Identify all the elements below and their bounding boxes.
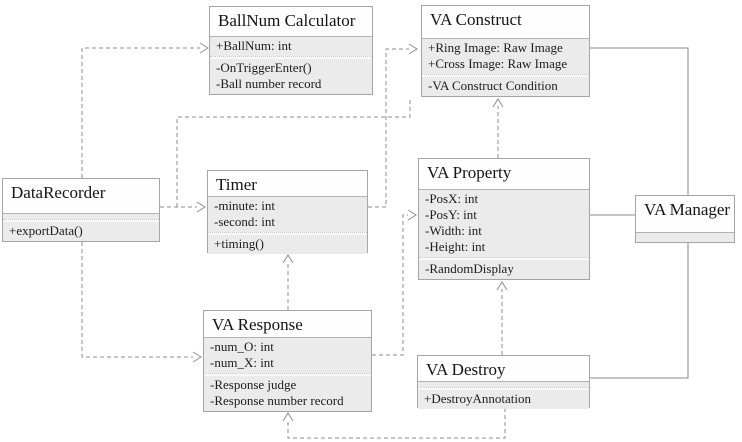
method: -Response number record (210, 393, 344, 408)
class-name: VA Property (427, 163, 512, 182)
class-name: VA Destroy (426, 360, 506, 379)
arrowhead-to-varesponse-bottom (282, 412, 294, 422)
methods-section: -Response judge -Response number record (204, 376, 371, 411)
section-divider (204, 373, 371, 376)
class-box-datarecorder: DataRecorder +exportData() (2, 178, 160, 242)
method: -VA Construct Condition (428, 78, 558, 93)
attributes-section (418, 381, 589, 387)
attributes-section: +BallNum: int (210, 36, 372, 56)
attributes-section: -num_O: int -num_X: int (204, 337, 371, 373)
arrowhead-to-vaproperty-bottom (496, 281, 508, 291)
attribute: -Height: int (425, 239, 486, 254)
class-box-va-construct: VA Construct +Ring Image: Raw Image +Cro… (421, 5, 590, 97)
methods-section: -RandomDisplay (419, 260, 589, 279)
attributes-section (3, 213, 159, 219)
connector-vadestroy-varesponse (287, 408, 506, 439)
section-divider (208, 232, 367, 235)
attribute: +Ring Image: Raw Image (428, 40, 563, 55)
method: +timing() (214, 236, 264, 251)
attribute: -num_X: int (210, 355, 274, 370)
method: -RandomDisplay (425, 261, 514, 276)
methods-section: -VA Construct Condition (422, 77, 589, 96)
methods-section: +DestroyAnnotation (418, 390, 589, 409)
methods-section: +timing() (208, 235, 367, 254)
attributes-section: -PosX: int -PosY: int -Width: int -Heigh… (419, 189, 589, 257)
arrowhead-to-timer-left (196, 201, 206, 213)
section-divider (210, 56, 372, 59)
class-box-timer: Timer -minute: int -second: int +timing(… (207, 170, 368, 254)
methods-section: +exportData() (3, 222, 159, 241)
methods-section: -OnTriggerEnter() -Ball number record (210, 59, 372, 94)
section-divider (422, 74, 589, 77)
method: +DestroyAnnotation (424, 391, 531, 406)
attribute: -second: int (214, 214, 276, 229)
method: -OnTriggerEnter() (216, 60, 312, 75)
class-box-ballnum-calculator: BallNum Calculator +BallNum: int -OnTrig… (209, 6, 373, 95)
connector-timer-vaconstruct (368, 48, 409, 208)
arrowhead-to-timer-bottom (282, 254, 294, 264)
arrowhead-to-ballnum (199, 42, 209, 54)
section-divider (3, 219, 159, 222)
class-name: DataRecorder (11, 183, 106, 202)
connector-datarecorder-ballnum (81, 47, 200, 178)
arrowhead-to-varesponse-left (192, 351, 202, 363)
method: +exportData() (9, 223, 83, 238)
attributes-section: -minute: int -second: int (208, 196, 367, 232)
connector-datarecorder-vaconstruct (176, 99, 411, 207)
method: -Ball number record (216, 76, 322, 91)
class-name: Timer (216, 175, 257, 194)
arrowhead-to-vaconstruct-bottom (492, 98, 504, 108)
arrowhead-to-vaconstruct-left (408, 43, 418, 55)
class-box-va-manager: VA Manager (635, 195, 735, 243)
attribute: -num_O: int (210, 339, 274, 354)
connector-varesponse-vaproperty (372, 214, 408, 356)
arrowhead-to-vaproperty-left (407, 209, 417, 221)
attribute: -Width: int (425, 223, 482, 238)
class-name: VA Manager (644, 200, 731, 219)
attributes-section: +Ring Image: Raw Image +Cross Image: Raw… (422, 38, 589, 74)
attribute: -minute: int (214, 198, 276, 213)
attribute: +Cross Image: Raw Image (428, 56, 568, 71)
class-name: VA Construct (430, 10, 522, 29)
attribute: -PosY: int (425, 207, 477, 222)
connector-datarecorder-varesponse (81, 242, 193, 358)
attribute: +BallNum: int (216, 38, 292, 53)
members-section (636, 232, 734, 242)
class-box-va-destroy: VA Destroy +DestroyAnnotation (417, 355, 590, 409)
section-divider (419, 257, 589, 260)
method: -Response judge (210, 377, 297, 392)
attribute: -PosX: int (425, 191, 479, 206)
class-name: BallNum Calculator (218, 11, 356, 30)
class-name: VA Response (212, 315, 303, 334)
section-divider (418, 387, 589, 390)
class-box-va-property: VA Property -PosX: int -PosY: int -Width… (418, 158, 590, 280)
class-box-va-response: VA Response -num_O: int -num_X: int -Res… (203, 310, 372, 412)
